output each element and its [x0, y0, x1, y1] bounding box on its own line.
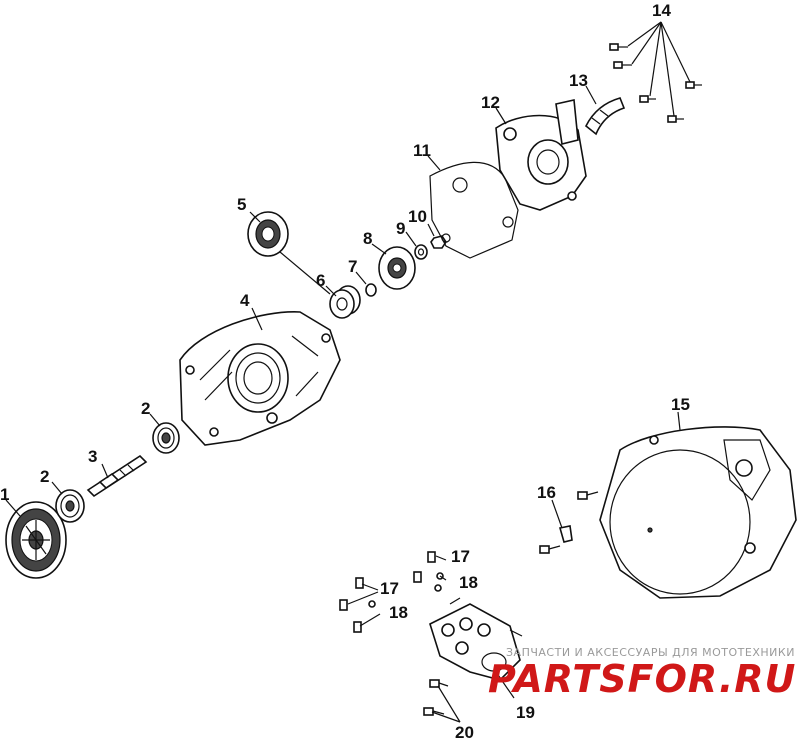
callout-12: 12 [481, 93, 500, 112]
watermark-brand: PARTSFOR.RU [488, 657, 796, 701]
part-1-gear [5, 501, 67, 579]
watermark-tagline: ЗАПЧАСТИ И АКСЕССУАРЫ ДЛЯ МОТОТЕХНИКИ [506, 646, 795, 659]
part-11-gasket [429, 161, 519, 259]
part-3-shaft [86, 454, 148, 498]
callout-7: 7 [348, 257, 357, 276]
callout-17-lower: 17 [380, 579, 399, 598]
callout-2-lower: 2 [40, 467, 49, 486]
part-12-cover [495, 99, 587, 211]
callout-18-lower: 18 [389, 603, 408, 622]
callout-6: 6 [316, 271, 325, 290]
callout-8: 8 [363, 229, 372, 248]
callout-4: 4 [240, 291, 250, 310]
callout-1: 1 [0, 485, 9, 504]
part-2-bearing-lower [55, 489, 85, 523]
callout-13: 13 [569, 71, 588, 90]
callout-17-upper: 17 [451, 547, 470, 566]
callout-2-upper: 2 [141, 399, 150, 418]
leader-lines [5, 85, 681, 723]
part-19-bracket [429, 597, 523, 681]
part-5-seal [247, 211, 289, 257]
part-7-ring [365, 283, 377, 297]
part-20-bolts [423, 679, 449, 716]
part-4-housing [179, 311, 341, 446]
part-8-impeller [378, 246, 416, 290]
part-16-bolts [539, 491, 599, 554]
callout-14: 14 [652, 1, 671, 20]
callout-20: 20 [455, 723, 474, 741]
part-6-bushing [329, 285, 361, 319]
callout-11: 11 [413, 141, 431, 160]
callout-15: 15 [671, 395, 690, 414]
callout-3: 3 [88, 447, 97, 466]
callout-5: 5 [237, 195, 246, 214]
part-13-hose [584, 97, 626, 136]
callout-labels: 1 2 3 2 4 5 6 7 8 9 10 11 12 13 14 15 16… [0, 1, 690, 741]
part-14-screws [609, 21, 702, 123]
callout-19: 19 [516, 703, 535, 722]
callout-9: 9 [396, 219, 405, 238]
part-15-cover [599, 426, 797, 599]
part-2-bearing-upper [152, 422, 180, 454]
callout-16: 16 [537, 483, 556, 502]
watermark: ЗАПЧАСТИ И АКСЕССУАРЫ ДЛЯ МОТОТЕХНИКИ PA… [488, 646, 796, 701]
callout-10: 10 [408, 207, 427, 226]
part-9-washer [414, 244, 428, 260]
callout-18-upper: 18 [459, 573, 478, 592]
